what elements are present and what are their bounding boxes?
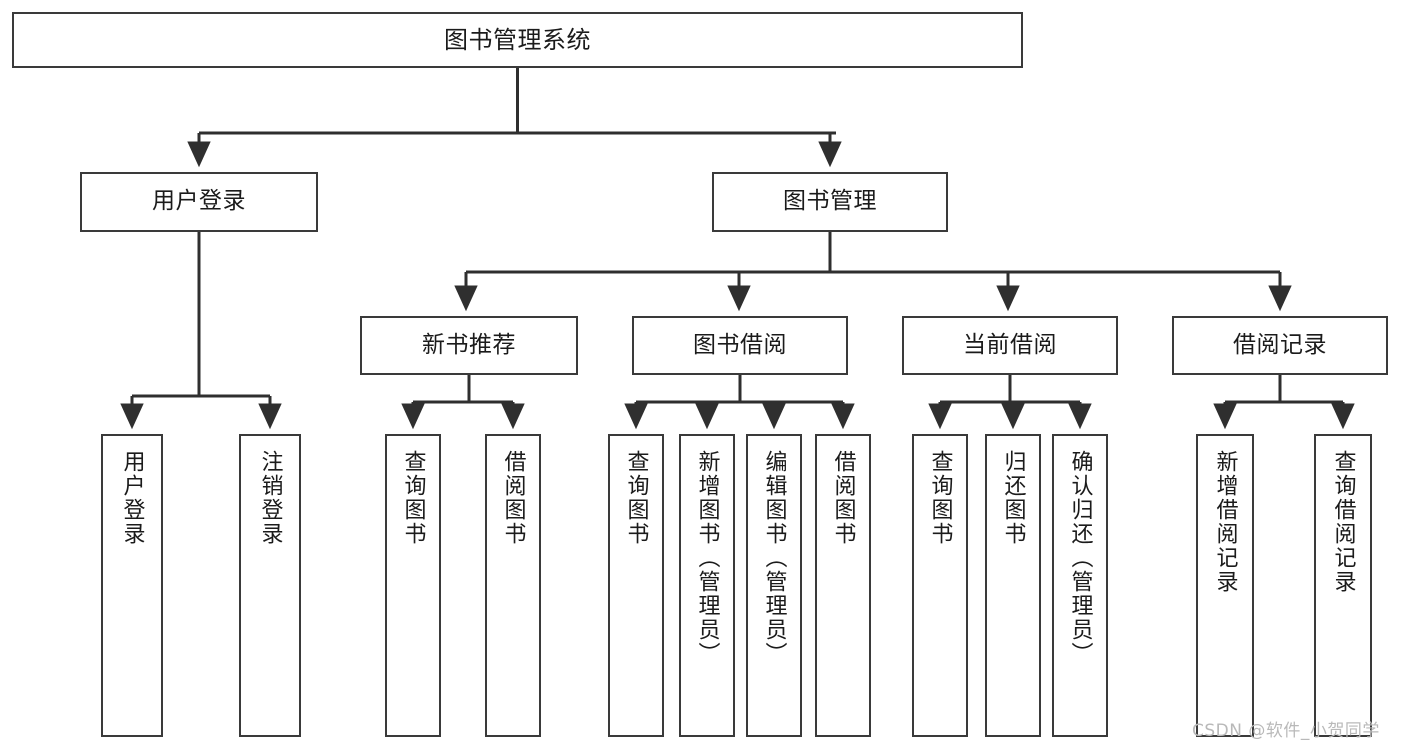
node-label: 借阅记录 <box>1233 331 1327 358</box>
node-label: 用户登录 <box>152 188 246 215</box>
node-label: 用户登录 <box>119 450 145 546</box>
node-label: 图书管理 <box>783 188 877 215</box>
leaf-query-book-current[interactable]: 查询图书 <box>912 434 968 737</box>
leaf-edit-book-admin[interactable]: 编辑图书（管理员） <box>746 434 802 737</box>
node-label: 查询借阅记录 <box>1330 450 1356 594</box>
node-label: 新增图书（管理员） <box>694 450 720 666</box>
leaf-confirm-return-admin[interactable]: 确认归还（管理员） <box>1052 434 1108 737</box>
node-label: 查询图书 <box>400 450 426 546</box>
node-label: 注销登录 <box>257 450 283 546</box>
leaf-query-borrow-record[interactable]: 查询借阅记录 <box>1314 434 1372 737</box>
node-label: 图书管理系统 <box>444 25 591 54</box>
leaf-add-book-admin[interactable]: 新增图书（管理员） <box>679 434 735 737</box>
node-book-management[interactable]: 图书管理 <box>712 172 948 232</box>
leaf-query-book-newbook[interactable]: 查询图书 <box>385 434 441 737</box>
node-book-borrow[interactable]: 图书借阅 <box>632 316 848 375</box>
leaf-logout[interactable]: 注销登录 <box>239 434 301 737</box>
node-user-login[interactable]: 用户登录 <box>80 172 318 232</box>
leaf-return-book[interactable]: 归还图书 <box>985 434 1041 737</box>
node-label: 确认归还（管理员） <box>1067 450 1093 666</box>
watermark-text: CSDN @软件_小贺同学 <box>1192 721 1380 741</box>
node-label: 归还图书 <box>1000 450 1026 546</box>
node-borrow-records[interactable]: 借阅记录 <box>1172 316 1388 375</box>
node-label: 借阅图书 <box>830 450 856 546</box>
node-label: 当前借阅 <box>963 331 1057 358</box>
node-label: 查询图书 <box>623 450 649 546</box>
leaf-add-borrow-record[interactable]: 新增借阅记录 <box>1196 434 1254 737</box>
node-label: 图书借阅 <box>693 331 787 358</box>
node-new-book-recommend[interactable]: 新书推荐 <box>360 316 578 375</box>
node-label: 借阅图书 <box>500 450 526 546</box>
leaf-user-login[interactable]: 用户登录 <box>101 434 163 737</box>
node-current-borrow[interactable]: 当前借阅 <box>902 316 1118 375</box>
node-label: 查询图书 <box>927 450 953 546</box>
node-label: 新书推荐 <box>422 331 516 358</box>
leaf-query-book-borrow[interactable]: 查询图书 <box>608 434 664 737</box>
leaf-borrow-book-newbook[interactable]: 借阅图书 <box>485 434 541 737</box>
leaf-lend-book[interactable]: 借阅图书 <box>815 434 871 737</box>
node-label: 编辑图书（管理员） <box>761 450 787 666</box>
csdn-watermark: CSDN @软件_小贺同学 <box>1192 716 1380 741</box>
node-root-system[interactable]: 图书管理系统 <box>12 12 1023 68</box>
node-label: 新增借阅记录 <box>1212 450 1238 594</box>
